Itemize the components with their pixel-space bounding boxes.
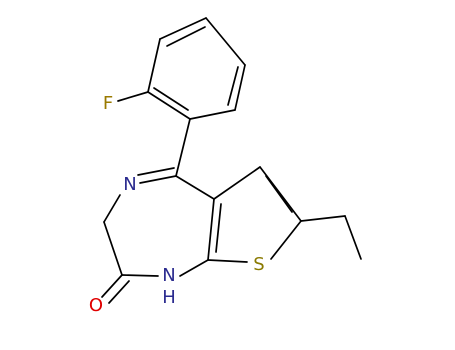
sulfur-atom-label: S [253,254,264,275]
ethyl-bond [344,215,362,260]
fluorine-atom-label: F [103,93,113,114]
ring-bond [179,259,209,277]
ring-bond [213,166,261,200]
fused-inner-double-bond [215,203,222,253]
carbon-fluorine-bond [117,91,149,102]
carbonyl-double-bond [101,274,123,298]
ring-bond [121,274,159,277]
ring-bond [103,194,121,223]
ring-bond [207,198,215,261]
ring-bond [159,17,207,40]
amide-hydrogen-atom-label: H [162,287,176,308]
ring-bond [147,38,161,93]
ring-bond [270,220,302,260]
imine-double-bond [137,167,175,176]
ring-bond [189,109,236,120]
ring-bond [139,175,177,184]
thiophene-double-bond [265,175,293,213]
bond-layer [101,17,362,304]
aryl-linker-bond [175,118,191,177]
ring-bond [234,64,246,111]
ring-bond [207,259,248,263]
ring-inner-double-bond [166,26,206,47]
carbonyl-double-bond [108,280,130,304]
atom-label-layer: F N N H S O [89,93,265,316]
ring-inner-double-bond [153,87,189,111]
ring-bond [103,221,123,276]
ring-bond [175,175,215,200]
ring-inner-double-bond [227,66,239,106]
ethyl-bond [300,215,346,222]
ring-bond [147,91,191,120]
carbonyl-oxygen-atom-label: O [89,295,103,316]
imine-nitrogen-atom-label: N [123,174,136,195]
amide-nitrogen-atom-label: N [162,265,175,286]
ring-bond [205,17,246,66]
ring-bond [259,166,302,222]
